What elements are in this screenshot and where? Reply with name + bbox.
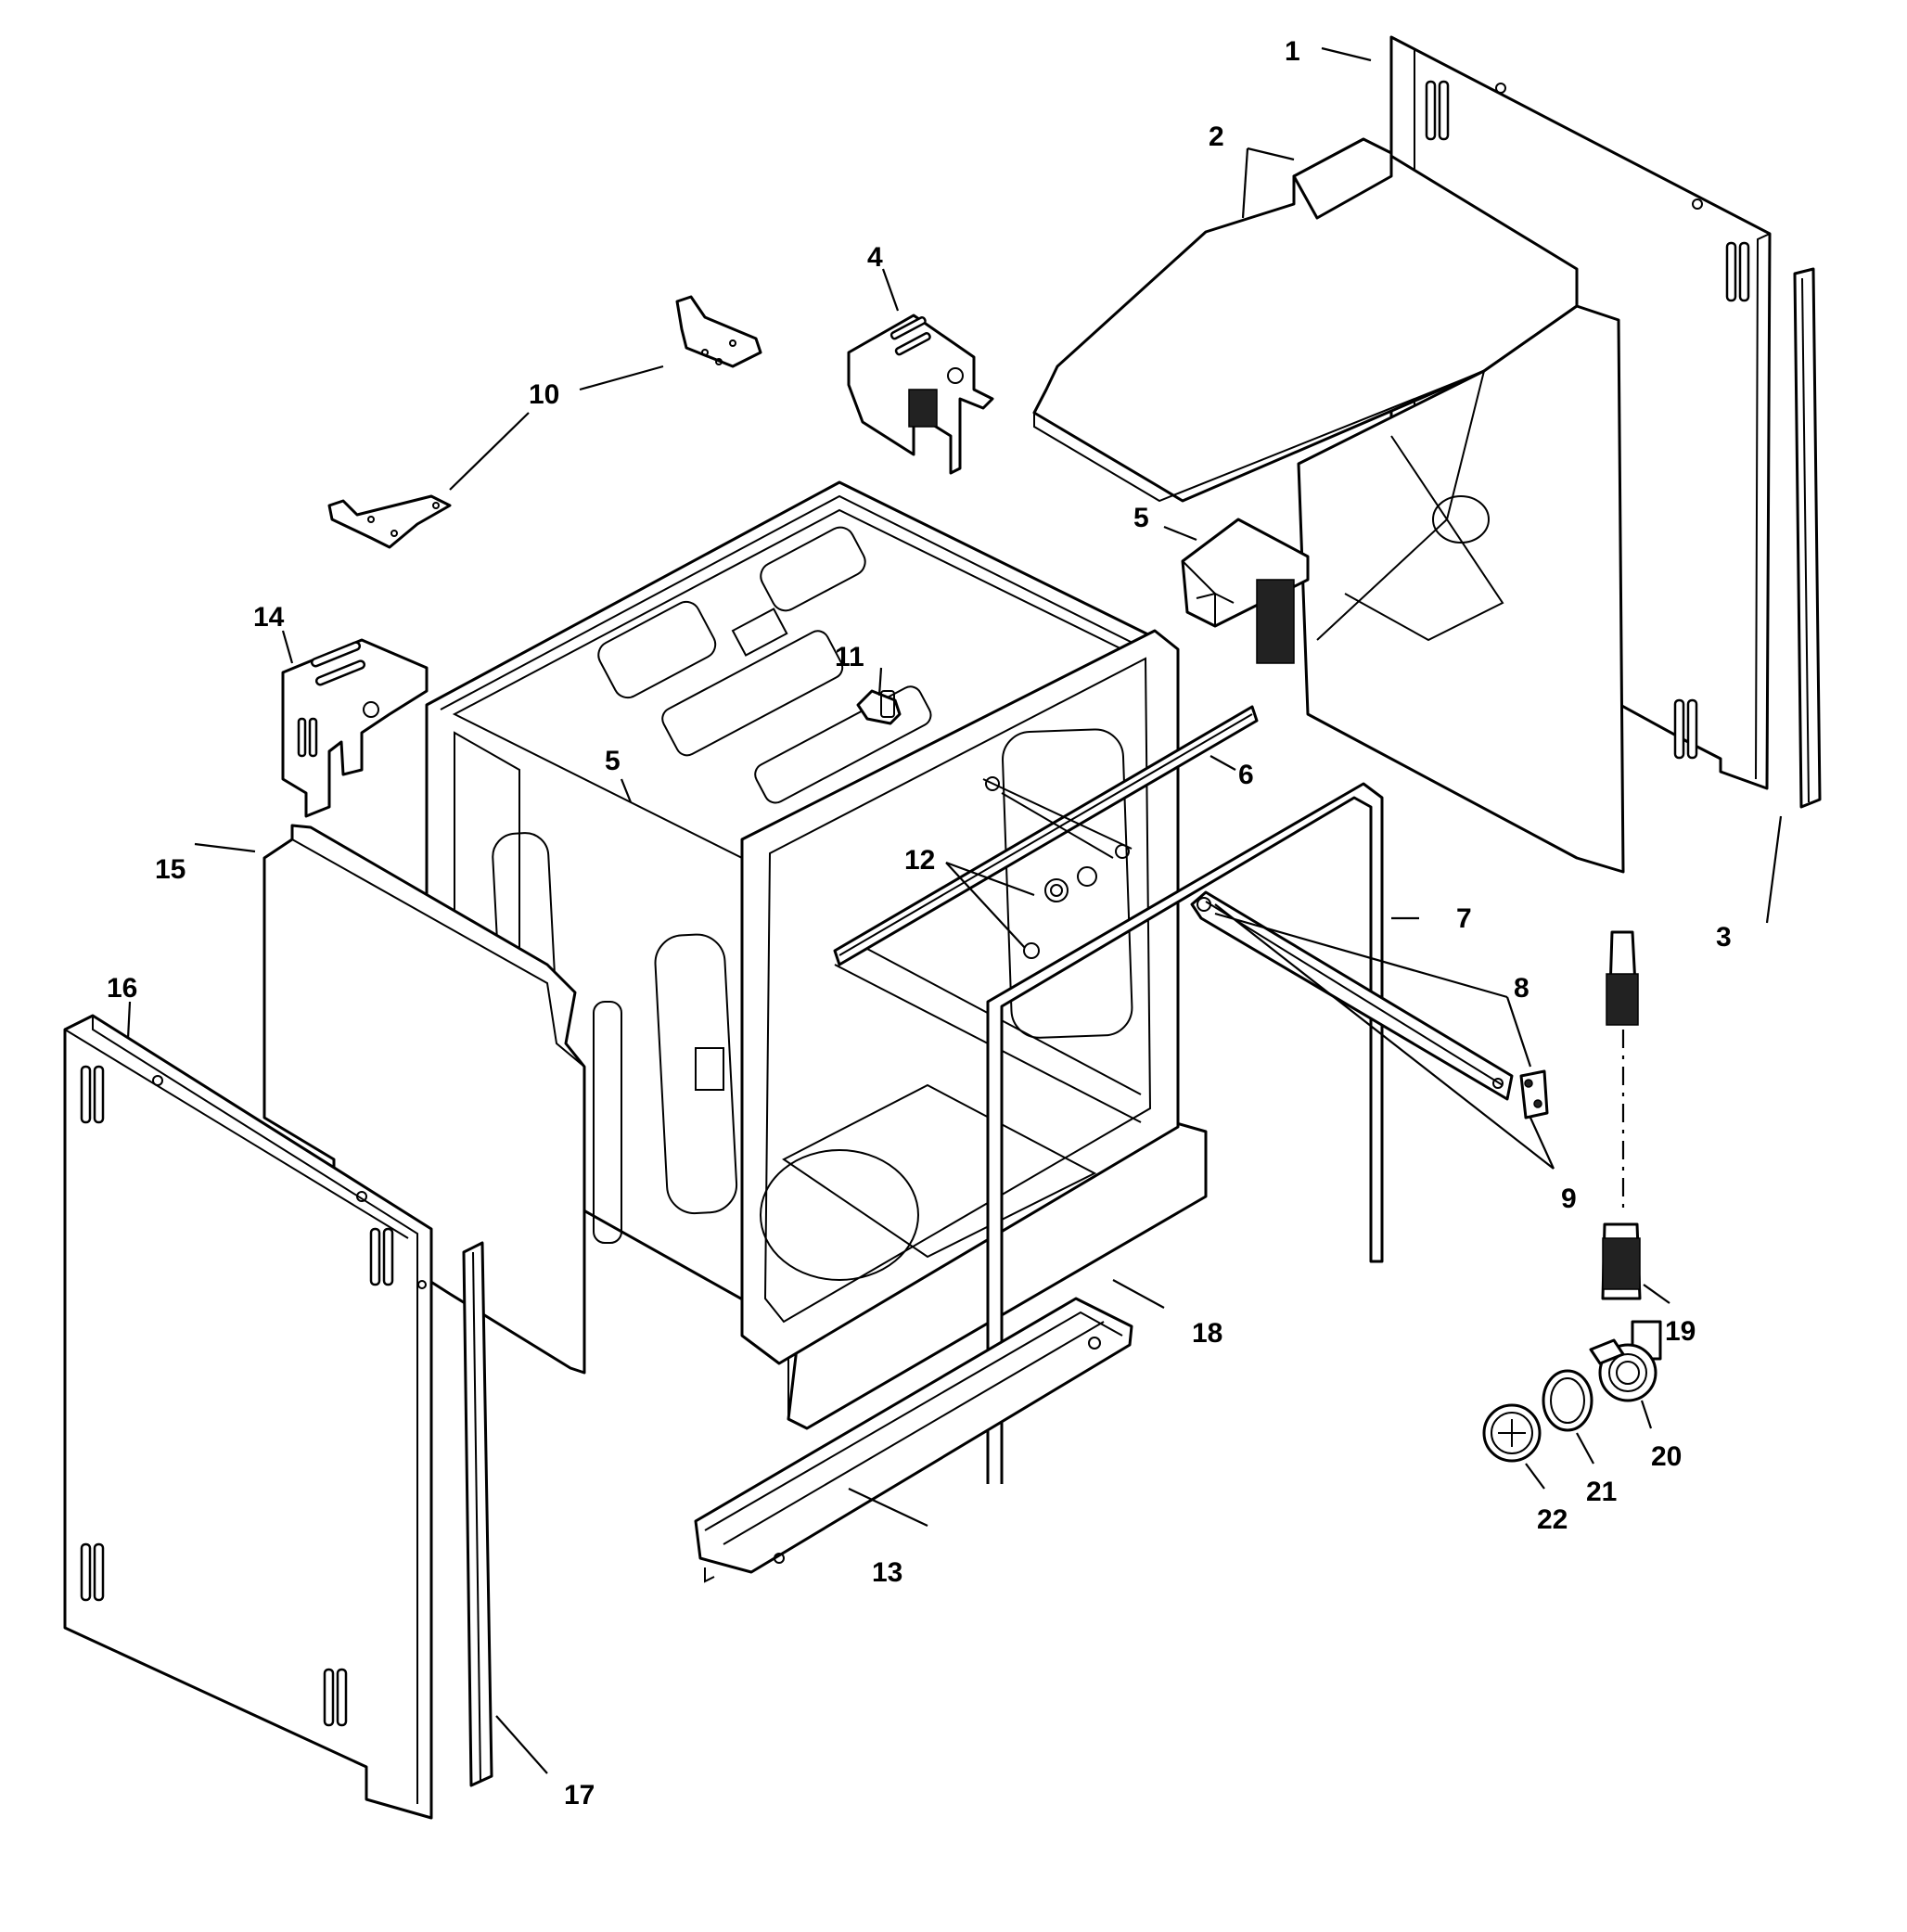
part-7-door-gasket — [986, 782, 1384, 1484]
leader-lines — [126, 46, 1783, 1774]
callout-15: 15 — [155, 854, 186, 885]
callout-14: 14 — [253, 602, 285, 633]
part-10-hinge-plates — [327, 295, 762, 549]
callout-18: 18 — [1192, 1318, 1222, 1349]
part-16-left-side-panel — [63, 1014, 433, 1820]
part-22-cap — [1482, 1403, 1542, 1463]
part-9-clip — [1519, 1069, 1549, 1120]
callout-6: 6 — [1238, 760, 1254, 790]
callout-3: 3 — [1716, 922, 1732, 953]
part-5-right-bracket — [1181, 518, 1310, 664]
callout-16: 16 — [107, 973, 137, 1004]
callout-5-left: 5 — [605, 746, 621, 776]
part-4-bracket — [847, 313, 994, 475]
part-12-bushings — [982, 776, 1133, 959]
callout-9: 9 — [1561, 1184, 1577, 1214]
part-17-left-trim-strip — [462, 1241, 493, 1787]
callout-8: 8 — [1514, 973, 1529, 1004]
callout-12: 12 — [904, 845, 935, 876]
callout-17: 17 — [564, 1780, 595, 1810]
part-13-kick-rail — [694, 1297, 1133, 1583]
callout-11: 11 — [835, 642, 864, 672]
part-8-tube — [1190, 890, 1514, 1101]
part-2-top-insulation-panel — [1032, 137, 1625, 874]
callout-10: 10 — [529, 379, 559, 410]
callout-19: 19 — [1665, 1316, 1696, 1347]
callout-2: 2 — [1209, 122, 1224, 152]
callout-7: 7 — [1456, 903, 1472, 934]
part-21-ring — [1542, 1369, 1593, 1432]
part-11-center-clip — [856, 689, 902, 725]
callout-20: 20 — [1651, 1441, 1682, 1472]
part-14-bracket — [281, 638, 429, 818]
callout-5-right: 5 — [1133, 503, 1149, 533]
callout-13: 13 — [872, 1557, 902, 1588]
part-3-right-trim-strip — [1793, 267, 1822, 809]
callout-22: 22 — [1537, 1504, 1568, 1535]
part-19-hose-fitting — [1601, 930, 1642, 1300]
callout-labels: 1 2 3 4 5 5 6 7 8 9 10 11 12 13 14 15 16… — [107, 36, 1732, 1810]
callout-21: 21 — [1586, 1477, 1617, 1507]
callout-1: 1 — [1285, 36, 1300, 67]
part-6-rail — [833, 705, 1259, 966]
part-20-elbow — [1589, 1320, 1662, 1402]
callout-4: 4 — [867, 242, 883, 273]
